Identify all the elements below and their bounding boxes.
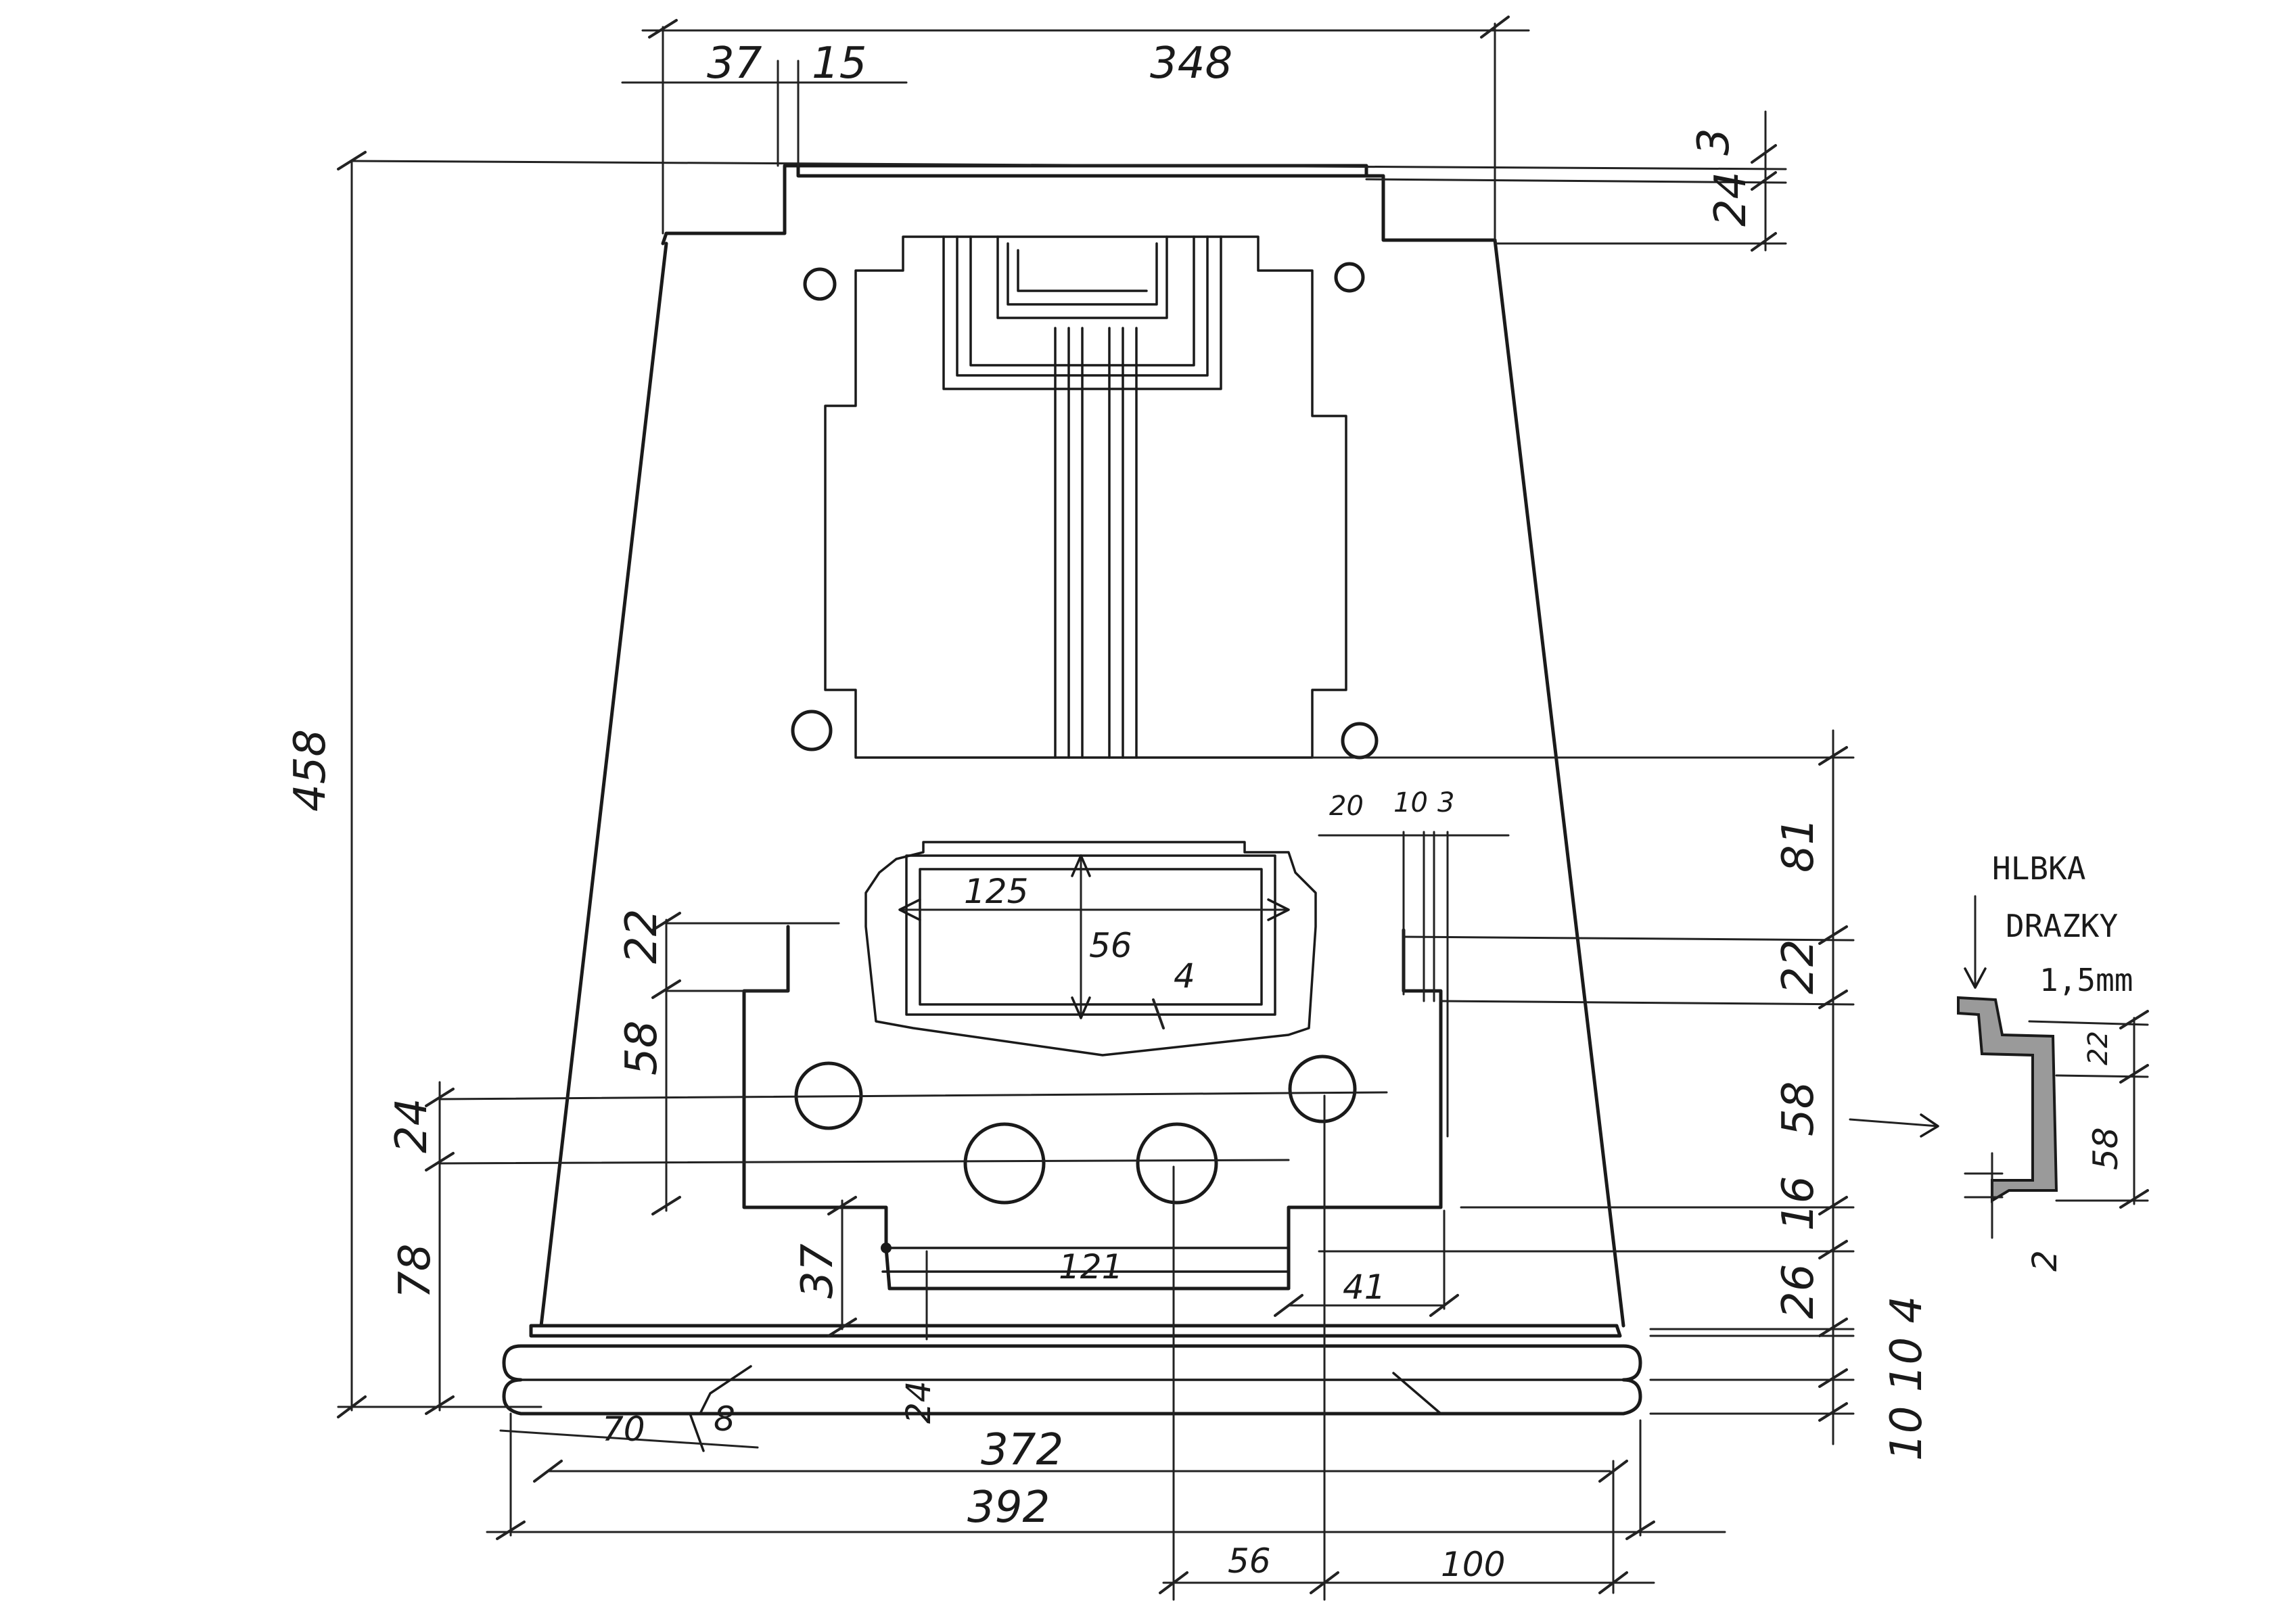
dim-24-top: 24 [1706, 172, 1756, 227]
dim-121: 121 [1059, 1247, 1123, 1286]
dimension-lines [337, 16, 1855, 1601]
dim-81: 81 [1774, 818, 1824, 873]
dim-22-left: 22 [617, 909, 667, 964]
dim-20: 20 [1329, 791, 1364, 822]
dim-16: 16 [1774, 1176, 1824, 1231]
dim-10: 10 [1393, 787, 1428, 818]
lower-panel [438, 925, 1443, 1291]
dim-70: 70 [602, 1410, 645, 1449]
detail-dim-22: 22 [2083, 1031, 2114, 1065]
dim-15: 15 [812, 39, 867, 89]
detail-dim-2: 2 [2025, 1250, 2064, 1272]
mount-hole-top-right [1334, 262, 1365, 293]
dim-56-slot: 56 [1089, 926, 1132, 965]
dim-24-bottom: 24 [899, 1381, 938, 1424]
dim-4: 4 [1174, 956, 1195, 996]
dim-78: 78 [390, 1244, 440, 1299]
hole-c [963, 1122, 1046, 1205]
detail-dim-58: 58 [2086, 1127, 2125, 1170]
dimension-labels: 37 15 348 3 24 458 125 56 4 20 10 3 81 2… [285, 39, 1932, 1584]
groove-note: HLBKA DRAZKY 1,5mm 22 58 2 [1992, 850, 2133, 1272]
groove-detail [1849, 895, 2149, 1239]
mount-hole-bottom-left [791, 710, 833, 751]
dim-100: 100 [1441, 1545, 1505, 1584]
dim-3b: 3 [1437, 787, 1454, 818]
dim-26: 26 [1774, 1264, 1824, 1319]
dim-8: 8 [714, 1399, 735, 1439]
dim-392: 392 [967, 1483, 1050, 1533]
dim-37: 37 [707, 39, 762, 89]
groove-note-line3: 1,5mm [2039, 962, 2133, 998]
dim-125: 125 [964, 872, 1028, 911]
main-body-outline [539, 164, 1625, 1328]
mount-hole-top-left [803, 267, 837, 301]
upper-panel [791, 235, 1379, 760]
dim-22-right: 22 [1774, 939, 1824, 994]
dim-3: 3 [1689, 128, 1739, 156]
dim-372: 372 [981, 1425, 1063, 1475]
groove-note-line1: HLBKA [1992, 850, 2085, 887]
mount-hole-bottom-right [1341, 722, 1379, 760]
dim-58-left: 58 [617, 1021, 667, 1075]
dim-10-10-4: 10 10 4 [1882, 1296, 1932, 1461]
base-plate [502, 1324, 1642, 1452]
dim-58-right: 58 [1774, 1082, 1824, 1136]
groove-note-line2: DRAZKY [2006, 908, 2118, 944]
dim-37-vertical: 37 [793, 1243, 843, 1299]
dim-56-bottom: 56 [1228, 1541, 1271, 1581]
dim-41: 41 [1343, 1268, 1386, 1307]
hole-d [1136, 1122, 1218, 1205]
dim-24-left: 24 [387, 1098, 437, 1153]
hole-b [1288, 1054, 1357, 1123]
dim-348: 348 [1150, 39, 1232, 89]
display-slot [864, 841, 1317, 1057]
dim-458: 458 [285, 729, 336, 812]
